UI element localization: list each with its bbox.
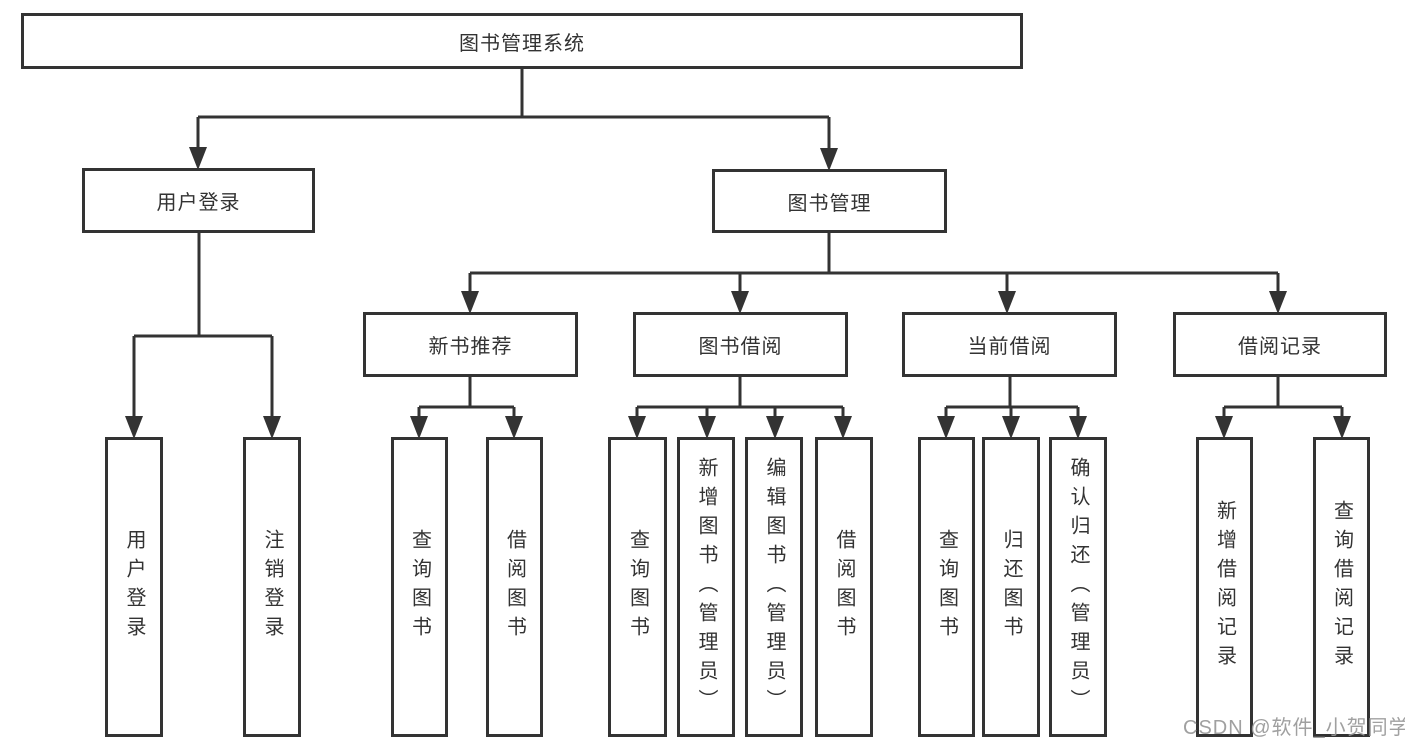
leaf-add-books-admin: 新增图书（管理员） bbox=[677, 437, 735, 737]
leaf-borrow-books-label: 借阅图书 bbox=[503, 529, 526, 645]
leaf-query-books: 查询图书 bbox=[391, 437, 448, 737]
arrow-down-icon bbox=[834, 416, 852, 439]
arrow-down-icon bbox=[125, 416, 143, 439]
leaf-query-books-label: 查询图书 bbox=[935, 529, 958, 645]
node-current-borrowing: 当前借阅 bbox=[902, 312, 1117, 377]
arrow-down-icon bbox=[189, 147, 207, 170]
leaf-borrow-books: 借阅图书 bbox=[815, 437, 873, 737]
connector-shafts bbox=[132, 69, 1344, 420]
leaf-query-books: 查询图书 bbox=[608, 437, 667, 737]
leaf-confirm-return-admin: 确认归还（管理员） bbox=[1049, 437, 1107, 737]
arrow-down-icon bbox=[731, 291, 749, 314]
leaf-edit-books-admin-label: 编辑图书（管理员） bbox=[763, 456, 785, 718]
leaf-edit-books-admin: 编辑图书（管理员） bbox=[745, 437, 803, 737]
node-new-book-recommendation: 新书推荐 bbox=[363, 312, 578, 377]
leaf-user-login: 用户登录 bbox=[105, 437, 163, 737]
arrow-down-icon bbox=[937, 416, 955, 439]
leaf-query-books: 查询图书 bbox=[918, 437, 975, 737]
leaf-add-books-admin-label: 新增图书（管理员） bbox=[695, 456, 717, 718]
leaf-add-borrow-record-label: 新增借阅记录 bbox=[1213, 500, 1236, 674]
node-book-borrowing: 图书借阅 bbox=[633, 312, 848, 377]
arrow-down-icon bbox=[1333, 416, 1351, 439]
arrow-down-icon bbox=[461, 291, 479, 314]
leaf-borrow-books: 借阅图书 bbox=[486, 437, 543, 737]
leaf-query-borrow-record-label: 查询借阅记录 bbox=[1330, 500, 1353, 674]
node-borrowing-records: 借阅记录 bbox=[1173, 312, 1387, 377]
node-user-login: 用户登录 bbox=[82, 168, 315, 233]
arrow-down-icon bbox=[1002, 416, 1020, 439]
leaf-return-books-label: 归还图书 bbox=[1000, 529, 1022, 645]
node-book-management: 图书管理 bbox=[712, 169, 947, 233]
arrowheads bbox=[125, 147, 1351, 439]
leaf-add-borrow-record: 新增借阅记录 bbox=[1196, 437, 1253, 737]
arrow-down-icon bbox=[998, 291, 1016, 314]
node-library-system: 图书管理系统 bbox=[21, 13, 1023, 69]
arrow-down-icon bbox=[698, 416, 716, 439]
leaf-return-books: 归还图书 bbox=[982, 437, 1040, 737]
leaf-borrow-books-label: 借阅图书 bbox=[833, 529, 855, 645]
leaf-user-login-label: 用户登录 bbox=[123, 529, 145, 645]
csdn-watermark: CSDN @软件_小贺同学 bbox=[1183, 717, 1405, 739]
arrow-down-icon bbox=[410, 416, 428, 439]
arrow-down-icon bbox=[820, 148, 838, 171]
leaf-confirm-return-admin-label: 确认归还（管理员） bbox=[1067, 456, 1089, 718]
leaf-query-books-label: 查询图书 bbox=[408, 529, 431, 645]
arrow-down-icon bbox=[766, 416, 784, 439]
arrow-down-icon bbox=[628, 416, 646, 439]
leaf-logout-label: 注销登录 bbox=[261, 529, 283, 645]
arrow-down-icon bbox=[1215, 416, 1233, 439]
arrow-down-icon bbox=[263, 416, 281, 439]
leaf-logout: 注销登录 bbox=[243, 437, 301, 737]
arrow-down-icon bbox=[505, 416, 523, 439]
arrow-down-icon bbox=[1269, 291, 1287, 314]
arrow-down-icon bbox=[1069, 416, 1087, 439]
leaf-query-borrow-record: 查询借阅记录 bbox=[1313, 437, 1370, 737]
leaf-query-books-label: 查询图书 bbox=[626, 529, 649, 645]
